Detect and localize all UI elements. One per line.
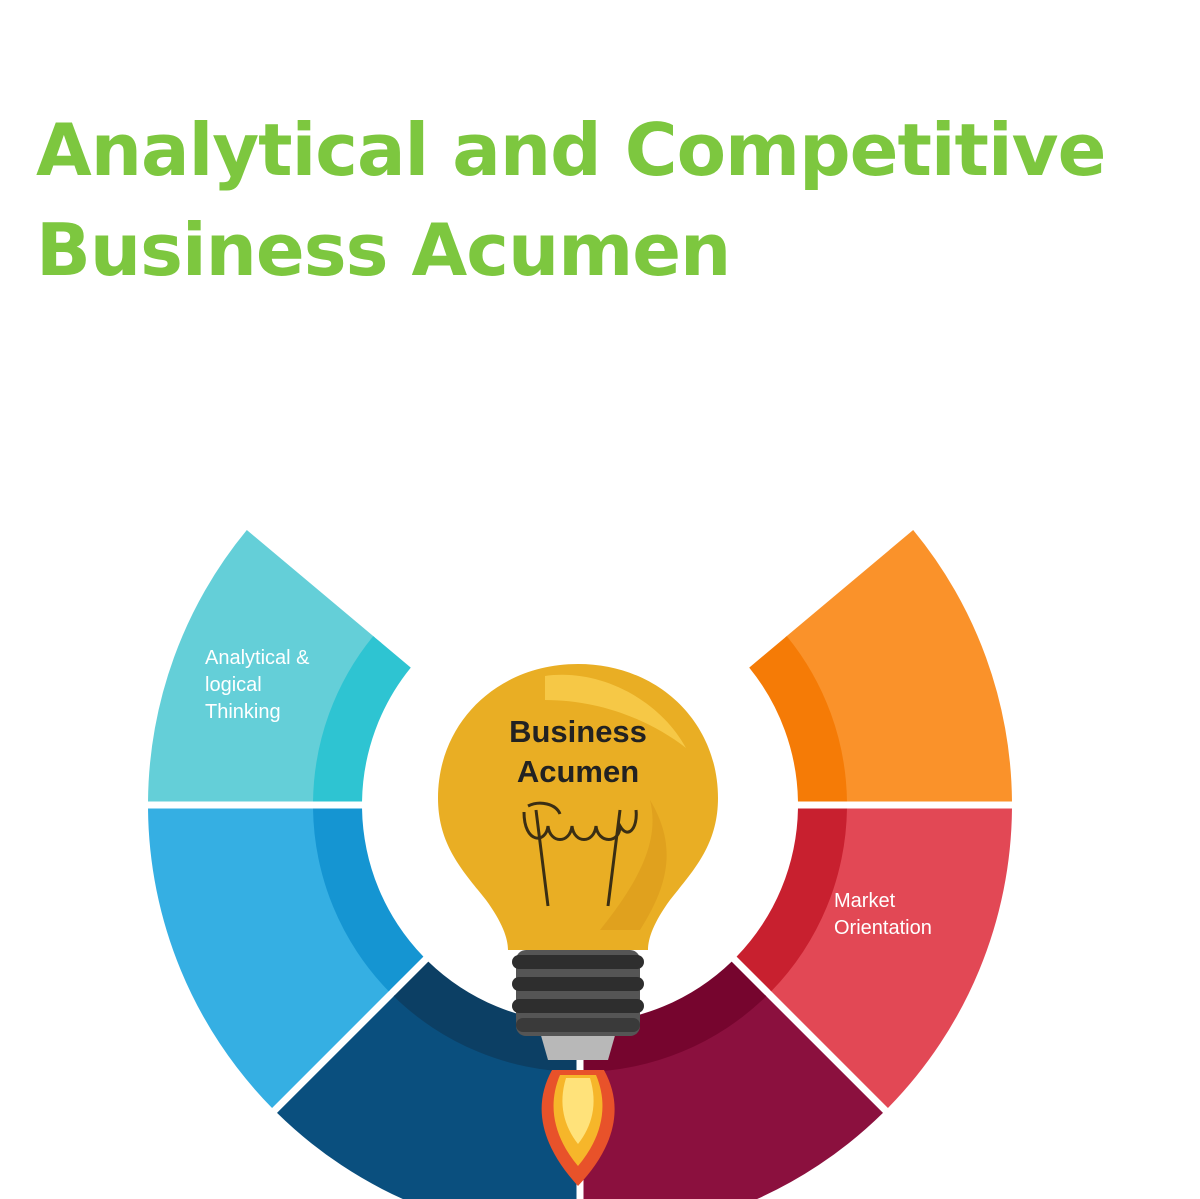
- segment-label-line: Financial: [652, 462, 732, 484]
- lightbulb-rocket-icon: Business Acumen: [438, 664, 718, 1186]
- segment-leadership-inner: [393, 961, 577, 1072]
- segment-financial-outer: [583, 994, 883, 1199]
- segment-label-line: Orientation: [834, 917, 932, 939]
- segment-label-line: Leadership: [388, 462, 487, 484]
- filament-icon: [522, 801, 638, 907]
- segment-computing-outer: [148, 530, 375, 802]
- segment-ring: Computing& TechnologyAnalytical &logical…: [148, 462, 1012, 1199]
- segment-analytical-inner: [313, 808, 424, 992]
- title-line-2: Business Acumen: [36, 208, 731, 292]
- segment-market-outer: [785, 530, 1012, 802]
- bulb-glass: [438, 664, 718, 950]
- segment-computing-inner: [313, 636, 411, 802]
- segment-leadership-outer: [277, 994, 577, 1199]
- segment-label-line: Skills: [388, 489, 435, 511]
- segment-label-line: Accumen: [652, 489, 735, 511]
- segment-strategic-inner: [736, 808, 847, 992]
- segment-financial-inner: [583, 961, 767, 1072]
- segment-label-line: Thinking: [205, 701, 281, 723]
- segment-strategic-outer: [769, 808, 1012, 1108]
- rocket-flame-icon: [541, 1070, 615, 1186]
- segment-analytical-outer: [148, 808, 391, 1108]
- segment-label-line: Market: [834, 890, 896, 912]
- page-title: Analytical and Competitive Business Acum…: [36, 100, 1106, 300]
- segment-label-line: logical: [205, 674, 262, 696]
- center-title-line-1: Business: [509, 714, 647, 749]
- segment-label-line: Analytical &: [205, 647, 310, 669]
- segment-market-inner: [749, 636, 847, 802]
- title-line-1: Analytical and Competitive: [36, 108, 1106, 192]
- center-title-line-2: Acumen: [517, 754, 639, 789]
